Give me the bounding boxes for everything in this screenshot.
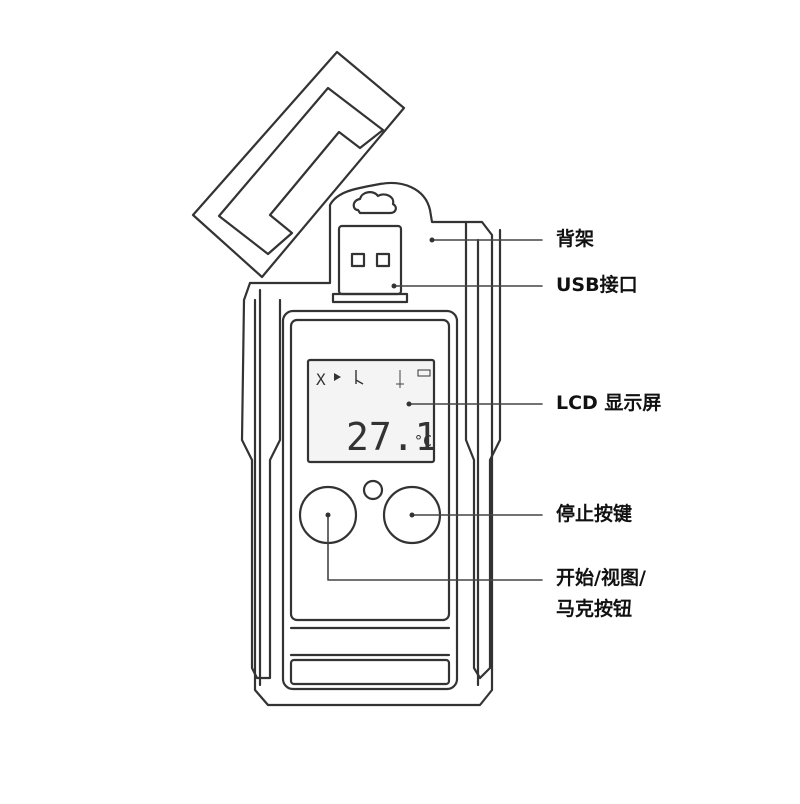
- label-usb-port: USB接口: [556, 274, 638, 296]
- callout-dots: [325, 237, 435, 518]
- callout-lines: [327, 239, 543, 581]
- lcd-screen: [306, 358, 436, 464]
- label-lcd-screen: LCD 显示屏: [556, 392, 662, 414]
- back-frame: [248, 182, 494, 707]
- hanging-bracket: [191, 50, 406, 279]
- play-icon: [334, 373, 341, 381]
- label-stop-button: 停止按键: [556, 503, 633, 525]
- label-start-button-line2: 马克按钮: [556, 598, 633, 620]
- usb-connector: [331, 224, 409, 304]
- hanging-hole: [352, 191, 397, 215]
- lcd-temperature: 27.1: [346, 415, 438, 459]
- label-back-bracket: 背架: [556, 228, 595, 250]
- signal-icon: [355, 370, 364, 385]
- logger-body: [281, 309, 459, 691]
- side-rails: [240, 220, 502, 680]
- bluetooth-icon: [396, 370, 404, 388]
- lcd-status-mark: X: [316, 370, 326, 389]
- battery-icon: [417, 369, 431, 377]
- indicator-led: [362, 479, 384, 501]
- label-start-button-line1: 开始/视图/: [556, 567, 646, 589]
- lcd-unit: °C: [414, 432, 432, 450]
- lcd-content: X 27.1 °C: [316, 369, 438, 459]
